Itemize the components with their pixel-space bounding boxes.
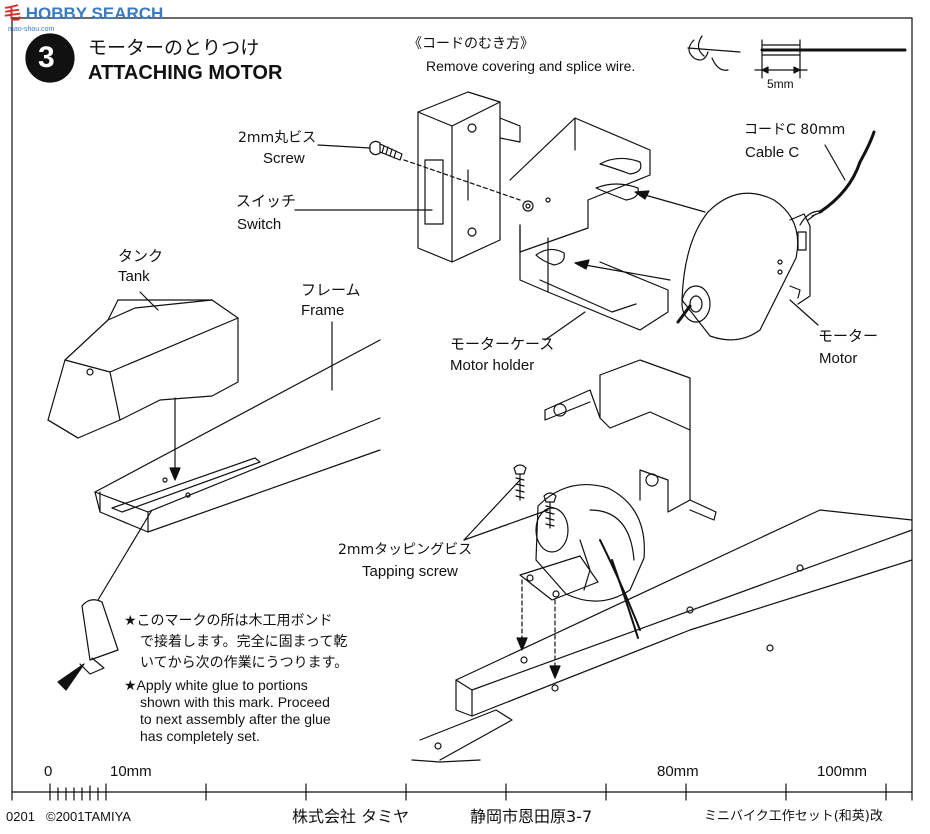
tank-part bbox=[47, 299, 239, 439]
motor-leader-line bbox=[789, 299, 819, 326]
glue-note-jp-line1: ★このマークの所は木工用ボンド bbox=[124, 613, 333, 629]
ruler-label-80: 80mm bbox=[657, 763, 699, 780]
holder-label-jp: モーターケース bbox=[450, 335, 555, 353]
ruler-label-0: 0 bbox=[44, 763, 53, 780]
glue-leader-line bbox=[97, 509, 153, 601]
frame-label-en: Frame bbox=[301, 302, 345, 319]
watermark-brand: 毛 HOBBY SEARCH bbox=[4, 4, 163, 24]
frame-part-lower bbox=[411, 509, 913, 763]
watermark-red-glyphs: 毛 bbox=[4, 4, 21, 23]
tapping-label-jp: 2mmタッピングビス bbox=[338, 542, 473, 558]
switch-label-jp: スイッチ bbox=[236, 192, 297, 210]
assembly-arrow-2 bbox=[549, 665, 561, 679]
motor-part bbox=[676, 192, 821, 341]
cable-label-jp: コードC 80mm bbox=[744, 122, 846, 138]
wire-note-title: 《コードのむき方》 bbox=[408, 36, 534, 52]
holder-label-en: Motor holder bbox=[450, 357, 535, 374]
glue-note-jp-line3: いてから次の作業にうつります。 bbox=[140, 655, 349, 671]
motor-label-en: Motor bbox=[819, 350, 858, 367]
motor-label-jp: モーター bbox=[818, 327, 879, 345]
ruler-label-100: 100mm bbox=[817, 763, 868, 780]
measure-ruler bbox=[11, 783, 913, 801]
cable-leader-line bbox=[824, 144, 846, 181]
tapping-leader-line-1 bbox=[463, 479, 521, 541]
footer-code: 0201 bbox=[6, 809, 35, 824]
tank-arrow-head bbox=[169, 467, 181, 481]
motor-holder-part bbox=[509, 117, 669, 331]
wire-strip-detail bbox=[687, 35, 907, 79]
footer-address: 静岡市恩田原3-7 bbox=[470, 807, 593, 826]
screw-axis-line bbox=[403, 159, 521, 201]
frame-part-upper bbox=[94, 339, 381, 533]
tank-leader-line bbox=[139, 291, 159, 311]
cable-label-en: Cable C bbox=[745, 144, 800, 161]
glue-note-en-line3: to next assembly after the glue bbox=[140, 711, 331, 727]
glue-note-jp-line2: で接着します。完全に固まって乾 bbox=[140, 634, 348, 650]
assembled-motor-holder bbox=[519, 359, 717, 639]
switch-label-en: Switch bbox=[237, 216, 282, 233]
screw-label-en: Screw bbox=[263, 150, 305, 167]
step-circle bbox=[25, 33, 75, 83]
screw-label-jp: 2mm丸ビス bbox=[238, 130, 317, 146]
cable-part bbox=[807, 130, 876, 221]
tank-label-en: Tank bbox=[118, 268, 150, 285]
glue-note-en-line2: shown with this mark. Proceed bbox=[140, 694, 330, 710]
screw-leader-line bbox=[317, 144, 371, 149]
footer-company: 株式会社 タミヤ bbox=[292, 807, 410, 826]
screw-part bbox=[369, 140, 403, 161]
motor-insert-arrows bbox=[574, 190, 706, 281]
tapping-label-en: Tapping screw bbox=[362, 563, 458, 580]
step-title-jp: モーターのとりつけ bbox=[88, 37, 260, 59]
assembly-arrow-1 bbox=[516, 637, 528, 651]
footer-copyright: ©2001TAMIYA bbox=[46, 809, 131, 824]
switch-part bbox=[417, 91, 521, 263]
frame-label-jp: フレーム bbox=[301, 281, 361, 299]
glue-bottle-part bbox=[57, 599, 119, 691]
step-number: 3 bbox=[38, 41, 55, 74]
ruler-label-10: 10mm bbox=[110, 763, 152, 780]
holder-leader-line bbox=[544, 311, 586, 341]
footer-product: ミニバイク工作セット(和英)改 bbox=[704, 809, 883, 824]
wire-note-text: Remove covering and splice wire. bbox=[426, 58, 636, 74]
glue-note-en-line4: has completely set. bbox=[140, 728, 260, 744]
watermark-text: HOBBY SEARCH bbox=[25, 4, 164, 23]
step-title-en: ATTACHING MOTOR bbox=[88, 62, 283, 84]
tapping-leader-line-2 bbox=[463, 509, 549, 541]
watermark-subtext: mao-shou.com bbox=[8, 26, 55, 33]
wire-dimension-label: 5mm bbox=[767, 77, 794, 91]
glue-note-en-line1: ★Apply white glue to portions bbox=[124, 677, 308, 693]
tapping-screw-parts bbox=[513, 464, 557, 529]
tank-label-jp: タンク bbox=[118, 247, 164, 265]
